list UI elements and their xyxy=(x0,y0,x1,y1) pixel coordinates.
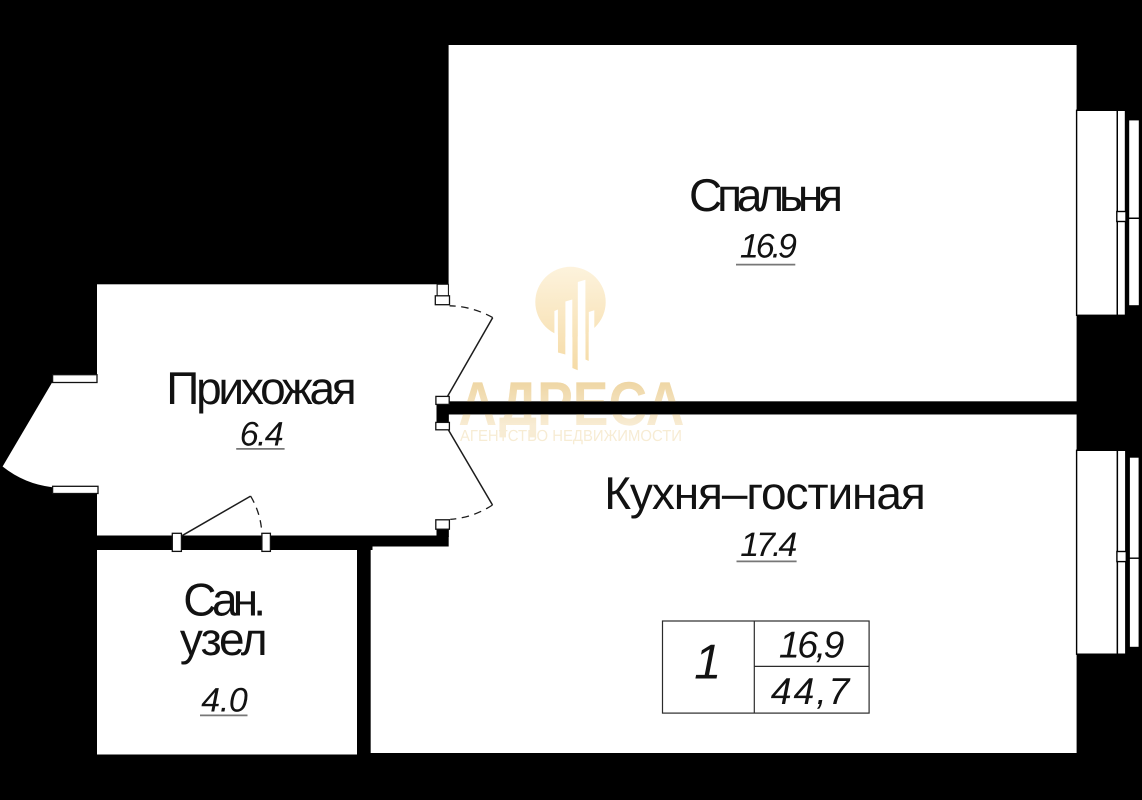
svg-text:Спальня: Спальня xyxy=(689,169,843,221)
svg-text:АГЕНТСТВО НЕДВИЖИМОСТИ: АГЕНТСТВО НЕДВИЖИМОСТИ xyxy=(460,428,682,445)
svg-text:44,7: 44,7 xyxy=(771,670,852,712)
svg-text:17.4: 17.4 xyxy=(740,526,797,564)
svg-text:узел: узел xyxy=(180,613,268,665)
svg-text:Прихожая: Прихожая xyxy=(166,362,356,414)
svg-text:Сан.: Сан. xyxy=(183,574,266,626)
svg-text:1: 1 xyxy=(694,636,721,690)
svg-text:Кухня–гостиная: Кухня–гостиная xyxy=(604,467,926,519)
svg-text:6.4: 6.4 xyxy=(240,415,284,453)
svg-text:16.9: 16.9 xyxy=(740,227,797,265)
svg-text:4.0: 4.0 xyxy=(201,682,248,720)
svg-text:16,9: 16,9 xyxy=(779,623,845,665)
